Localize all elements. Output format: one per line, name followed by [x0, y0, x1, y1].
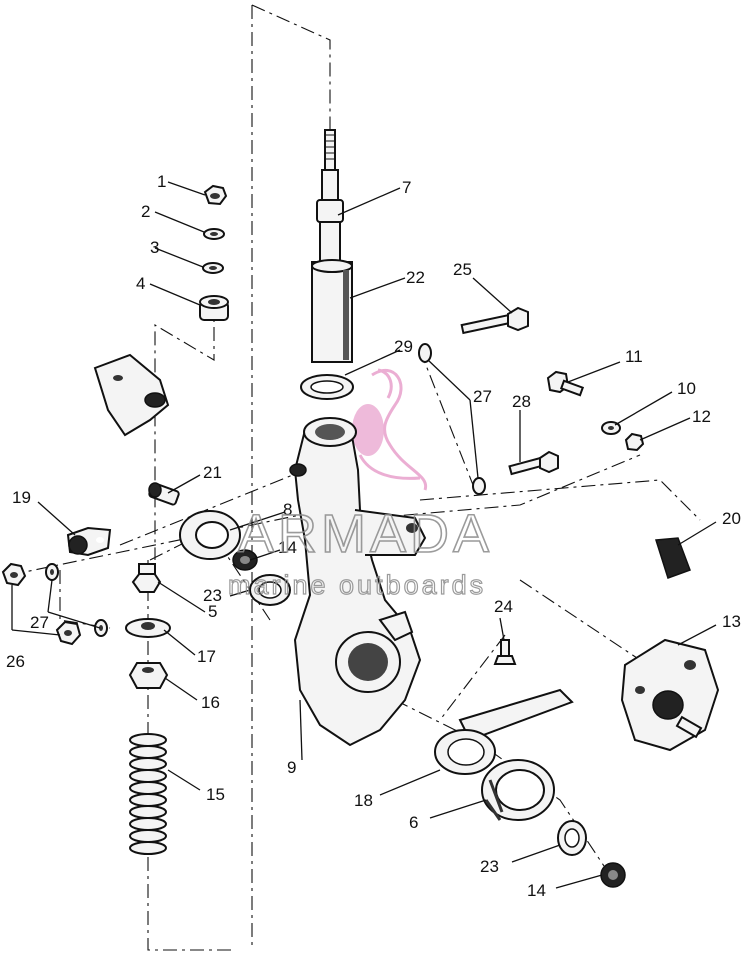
callout-17: 17: [197, 647, 216, 666]
part-28-bolt: [508, 450, 559, 476]
callout-16: 16: [201, 693, 220, 712]
part-12-nut: [624, 432, 645, 452]
callout-3: 3: [150, 238, 159, 257]
callout-18: 18: [354, 791, 373, 810]
part-14-cone-bearing-upper: [232, 549, 258, 571]
callout-12: 12: [692, 407, 711, 426]
part-8-oil-seal: [179, 510, 241, 560]
callout-24: 24: [494, 597, 513, 616]
callout-22: 22: [406, 268, 425, 287]
callout-8: 8: [283, 500, 292, 519]
callout-4: 4: [136, 274, 145, 293]
part-11-bolt: [546, 370, 585, 397]
watermark: ARMADA marine outboards: [227, 503, 493, 600]
part-26-nut-right: [55, 620, 82, 646]
part-19-clamp: [66, 526, 112, 557]
part-29-small-washer: [418, 343, 432, 363]
callout-11: 11: [625, 347, 643, 366]
callout-9: 9: [287, 758, 296, 777]
part-7-spindle-shaft: [316, 129, 344, 263]
callout-1: 1: [157, 172, 166, 191]
callout-5: 5: [208, 602, 217, 621]
callout-14-upper: 14: [278, 538, 297, 557]
part-23-bearing-race-lower: [557, 820, 587, 856]
callout-13: 13: [722, 612, 741, 631]
part-13-housing: [620, 638, 720, 752]
part-21-bolt: [148, 482, 180, 506]
part-5-grease-fitting: [131, 563, 162, 593]
part-22-spindle-tube: [311, 259, 353, 363]
part-26-nut-left: [1, 562, 27, 587]
part-20-stop-block: [655, 537, 691, 579]
part-29-seal-ring: [300, 374, 354, 400]
part-18-seal-ring: [434, 729, 496, 775]
part-3-washer: [202, 262, 224, 274]
callout-25: 25: [453, 260, 472, 279]
part-17-spring-seat: [125, 618, 171, 638]
callout-23-lower: 23: [480, 857, 499, 876]
part-9-steering-knuckle: [289, 417, 427, 747]
part-27-washer-left: [45, 563, 59, 581]
callout-2: 2: [141, 202, 150, 221]
callout-20: 20: [722, 509, 741, 528]
part-15-coil-spring: [129, 733, 167, 855]
leader-lines: [11, 181, 717, 889]
part-27-washer-mid: [472, 477, 486, 495]
callout-10: 10: [677, 379, 696, 398]
callout-7: 7: [402, 178, 411, 197]
part-27-washer-right: [94, 619, 108, 637]
watermark-tagline: marine outboards: [228, 570, 486, 600]
callout-23-upper: 23: [203, 586, 222, 605]
part-4-bearing: [199, 295, 229, 321]
callout-29: 29: [394, 337, 413, 356]
watermark-propeller-logo: [352, 368, 428, 491]
callout-27-left: 27: [30, 613, 49, 632]
part-16-nut: [128, 662, 169, 689]
callout-14-lower: 14: [527, 881, 546, 900]
part-14-cone-bearing-lower: [600, 862, 626, 888]
callout-26: 26: [6, 652, 25, 671]
callout-6: 6: [409, 813, 418, 832]
part-1-locknut: [203, 184, 228, 206]
part-25-bolt: [460, 306, 529, 335]
callout-15: 15: [206, 785, 225, 804]
part-24-fitting: [493, 639, 517, 665]
part-2-washer: [203, 228, 225, 240]
watermark-brand: ARMADA: [238, 504, 493, 564]
part-mount-bracket: [93, 353, 170, 437]
part-6-bearing-cup: [481, 759, 555, 821]
callout-27-right: 27: [473, 387, 492, 406]
callout-labels: 1 2 3 4 7 22 25 29 27 28 11 10 12 20 13 …: [6, 172, 741, 900]
callout-19: 19: [12, 488, 31, 507]
callout-21: 21: [203, 463, 222, 482]
callout-28: 28: [512, 392, 531, 411]
